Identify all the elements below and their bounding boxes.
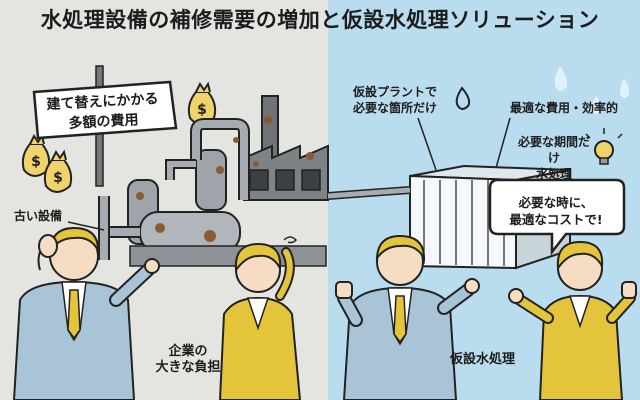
svg-text:$: $ <box>197 102 207 118</box>
callout-line <box>417 117 437 171</box>
callout-line <box>495 117 511 169</box>
company-burden-label: 企業の 大きな負担 <box>150 344 226 376</box>
confident-businessman <box>335 234 480 400</box>
lightbulb-icon <box>585 128 623 165</box>
burden-line-1: 企業の <box>168 344 208 359</box>
worried-businesswoman <box>218 236 302 400</box>
old-equipment-label: 古い設備 <box>14 209 63 223</box>
money-bag-icon: $ <box>187 81 217 125</box>
speech-bubble <box>488 178 626 256</box>
speech-bubble-text: 必要な時に、 最適なコストで! <box>492 194 620 228</box>
cost-sign <box>32 65 178 187</box>
page-title: 水処理設備の補修需要の増加と仮設水処理ソリューション <box>40 8 600 32</box>
burden-line-2: 大きな負担 <box>155 360 221 375</box>
bubble-line-1: 必要な時に、 <box>518 195 594 210</box>
bubble-line-2: 最適なコストで! <box>509 212 603 227</box>
where-needed-label: 仮設プラントで 必要な箇所だけ <box>346 84 444 116</box>
cost-efficiency-label: 最適な費用・効率的 <box>510 101 619 115</box>
callout-line <box>67 221 105 231</box>
money-bag-icon: $ <box>21 133 51 177</box>
where-line-2: 必要な箇所だけ <box>352 101 437 115</box>
worried-businessman <box>12 226 160 400</box>
old-factory <box>243 95 329 201</box>
period-line-2: 水処理 <box>535 167 572 181</box>
required-period-label: 必要な期間だけ 水処理 <box>514 134 594 182</box>
svg-text:$: $ <box>31 154 41 170</box>
where-line-1: 仮設プラントで <box>352 85 437 99</box>
money-bag-icon: $ <box>43 149 73 193</box>
cost-sign-text: 建て替えにかかる 多額の費用 <box>37 89 169 136</box>
water-drop-icon <box>554 66 630 114</box>
confident-businesswoman <box>508 240 637 400</box>
temporary-treatment-label: 仮設水処理 <box>450 352 516 367</box>
svg-text:$: $ <box>53 170 63 186</box>
period-line-1: 必要な期間だけ <box>517 135 590 165</box>
water-drop-icon <box>455 86 471 110</box>
